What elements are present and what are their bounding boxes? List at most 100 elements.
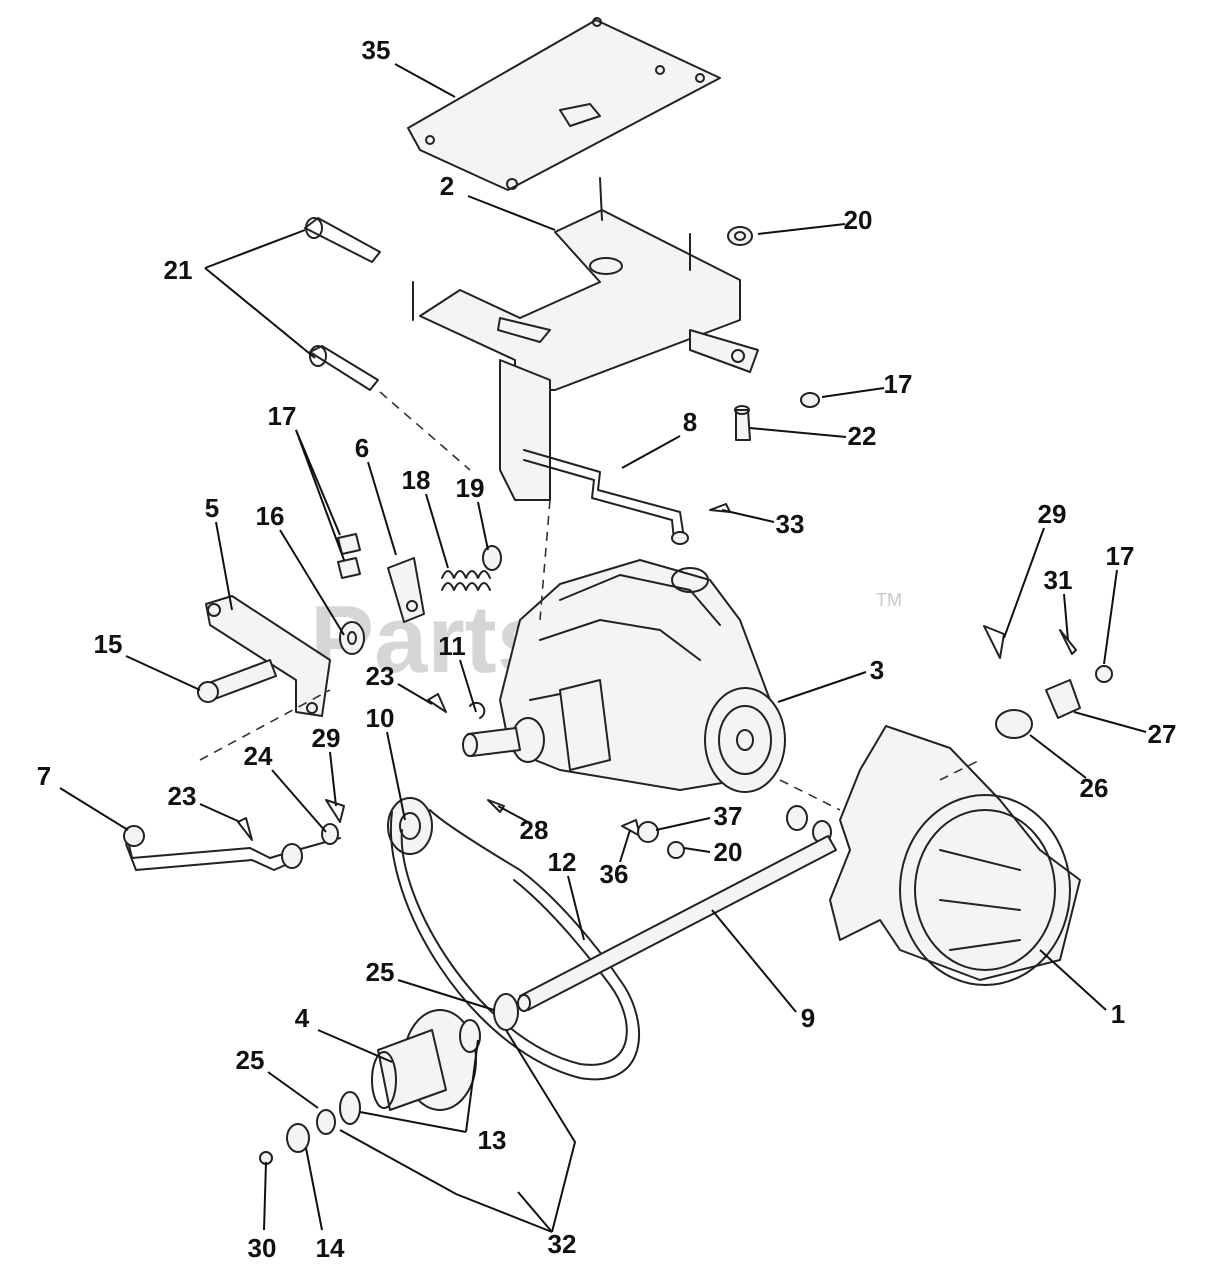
callout-31: 31 bbox=[1044, 565, 1073, 595]
leader-line-10 bbox=[386, 731, 406, 821]
part-15-pin bbox=[197, 659, 277, 703]
callout-25: 25 bbox=[236, 1045, 265, 1075]
callout-11: 11 bbox=[438, 631, 466, 661]
leader-line-31 bbox=[1063, 593, 1069, 641]
callout-12: 12 bbox=[548, 847, 577, 877]
part-7-rod bbox=[123, 825, 341, 871]
callout-17: 17 bbox=[1106, 541, 1135, 571]
leader-line-13 bbox=[465, 1039, 479, 1133]
callout-23: 23 bbox=[168, 781, 197, 811]
leader-line-17 bbox=[821, 387, 885, 398]
leader-line-14 bbox=[305, 1147, 323, 1231]
leader-line-23 bbox=[397, 683, 433, 705]
leader-line-20 bbox=[757, 223, 846, 235]
callout-7: 7 bbox=[37, 761, 51, 791]
part-17-left-bolts bbox=[337, 533, 361, 579]
leader-line-16 bbox=[279, 529, 345, 636]
callout-29: 29 bbox=[312, 723, 341, 753]
callout-9: 9 bbox=[801, 1003, 815, 1033]
part-21-bolts bbox=[304, 217, 381, 391]
callout-16: 16 bbox=[256, 501, 285, 531]
leader-line-17 bbox=[295, 429, 341, 536]
callout-17: 17 bbox=[268, 401, 297, 431]
leader-line-32 bbox=[517, 1191, 553, 1233]
leader-line-35 bbox=[394, 63, 456, 98]
leader-line-22 bbox=[749, 427, 847, 438]
callout-6: 6 bbox=[355, 433, 369, 463]
callout-24: 24 bbox=[244, 741, 273, 771]
part-17-22-bolts bbox=[734, 392, 820, 441]
part-13-bearing-right bbox=[459, 1019, 481, 1053]
callout-20: 20 bbox=[714, 837, 743, 867]
part-28-key bbox=[487, 799, 505, 813]
callout-5: 5 bbox=[205, 493, 219, 523]
leader-line-29 bbox=[1003, 527, 1045, 639]
leader-line-25 bbox=[267, 1071, 319, 1109]
callout-18: 18 bbox=[402, 465, 431, 495]
leader-line-33 bbox=[721, 509, 775, 523]
leader-line-1 bbox=[1039, 949, 1107, 1011]
callout-14: 14 bbox=[316, 1233, 345, 1263]
leader-line-7 bbox=[59, 787, 129, 831]
part-20-nut-lower bbox=[667, 841, 685, 859]
part-24-washer bbox=[321, 823, 339, 845]
callout-3: 3 bbox=[870, 655, 884, 685]
leader-line-23 bbox=[199, 803, 241, 823]
callout-23: 23 bbox=[366, 661, 395, 691]
callout-10: 10 bbox=[366, 703, 395, 733]
part-6-plate bbox=[387, 557, 425, 623]
part-11-clip bbox=[469, 701, 486, 719]
callout-20: 20 bbox=[844, 205, 873, 235]
leader-line-21 bbox=[204, 229, 306, 269]
leader-line-4 bbox=[317, 1029, 393, 1063]
part-13-bearing-left bbox=[339, 1091, 361, 1125]
leader-line-27 bbox=[1073, 711, 1147, 733]
leader-21-bracket bbox=[204, 267, 316, 359]
leader-line-20 bbox=[683, 847, 711, 853]
part-29-clip-right bbox=[983, 625, 1005, 659]
part-25-washer-lower bbox=[316, 1109, 336, 1135]
callout-32: 32 bbox=[548, 1229, 577, 1259]
callout-4: 4 bbox=[295, 1003, 310, 1033]
leader-line-18 bbox=[425, 493, 449, 569]
assembly-line-a bbox=[379, 391, 471, 471]
leader-line-29 bbox=[329, 751, 337, 807]
callout-29: 29 bbox=[1038, 499, 1067, 529]
part-12-chain bbox=[389, 809, 640, 1081]
assembly-line-d bbox=[779, 779, 841, 811]
leader-line-30 bbox=[263, 1161, 267, 1231]
leader-line-26 bbox=[1029, 734, 1087, 779]
callout-37: 37 bbox=[714, 801, 743, 831]
callout-21: 21 bbox=[164, 255, 193, 285]
leader-32-bracket bbox=[339, 1129, 553, 1233]
callout-28: 28 bbox=[520, 815, 549, 845]
part-12-chain-inner bbox=[400, 829, 628, 1066]
assembly-line-b bbox=[539, 499, 551, 621]
leader-line-12 bbox=[567, 875, 585, 941]
callout-35: 35 bbox=[362, 35, 391, 65]
leader-line-25 bbox=[397, 979, 495, 1011]
part-17-bolt-right bbox=[1095, 665, 1113, 683]
callout-15: 15 bbox=[94, 629, 123, 659]
leader-line-37 bbox=[655, 817, 711, 831]
part-35-plate bbox=[407, 17, 721, 191]
leader-line-2 bbox=[467, 195, 556, 231]
leader-line-24 bbox=[271, 769, 327, 833]
callout-26: 26 bbox=[1080, 773, 1109, 803]
part-14-bearing bbox=[286, 1123, 310, 1153]
callout-25: 25 bbox=[366, 957, 395, 987]
part-2-bracket bbox=[412, 177, 759, 501]
leader-line-19 bbox=[477, 501, 489, 551]
assembly-line-e bbox=[939, 759, 981, 781]
leader-line-15 bbox=[125, 655, 201, 691]
assembly-line-c bbox=[199, 689, 331, 761]
part-3-washer-a bbox=[786, 805, 808, 831]
leader-line-36 bbox=[619, 829, 631, 863]
part-1-housing bbox=[829, 725, 1081, 986]
callout-17: 17 bbox=[884, 369, 913, 399]
part-9-axle bbox=[517, 835, 837, 1012]
part-23-clip-upper bbox=[427, 693, 447, 713]
leader-line-9 bbox=[711, 909, 797, 1013]
